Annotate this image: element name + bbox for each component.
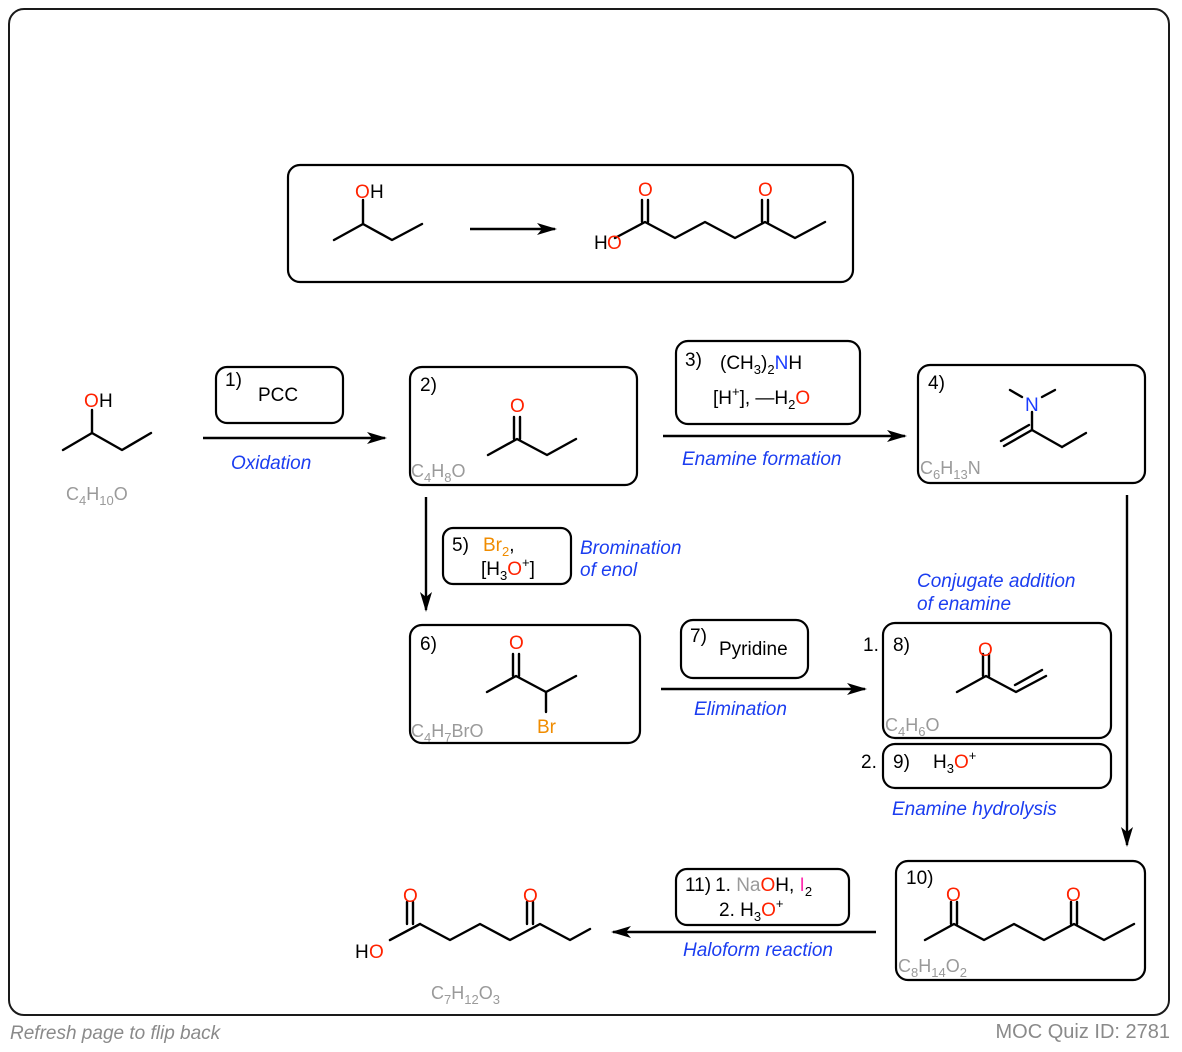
overview-product-hydroxyl-oxygen: O <box>607 233 622 254</box>
step-2-number: 2) <box>420 375 437 396</box>
step-3-reagent-box: 3) (CH3)2NH [H+], —H2O <box>674 339 862 426</box>
step-8-number: 8) <box>893 635 910 656</box>
step-2-box: 2) O C4H8O <box>408 365 639 487</box>
step-1-number: 1) <box>225 370 242 391</box>
step-4-box: 4) N C6H13N <box>916 363 1147 485</box>
step-9-prefix: 2. <box>861 752 877 773</box>
step-8-note-line-2: of enamine <box>917 594 1011 615</box>
final-acid-oxygen: O <box>403 886 418 907</box>
step-11-line-1: 11)1. NaOH, I2 <box>685 875 812 899</box>
step-10-box: 10) O O C8H14O2 <box>894 859 1147 982</box>
step-4-number: 4) <box>928 373 945 394</box>
step-6-box: 6) O Br C4H7BrO <box>408 623 642 745</box>
step-5-note-line-2: of enol <box>580 560 638 581</box>
overview-box: O H H O O O <box>286 163 855 284</box>
step-3-line-1: (CH3)2NH <box>720 353 802 377</box>
step-5-note-line-1: Bromination <box>580 538 681 559</box>
step-3-line-2: [H+], —H2O <box>713 384 810 412</box>
step-10-oxygen-1: O <box>946 885 961 906</box>
start-oxygen: O <box>84 391 99 412</box>
step-2-formula: C4H8O <box>411 461 465 485</box>
step-9-reagent: H3O+ <box>933 748 976 776</box>
step-5-number: 5) <box>452 535 469 556</box>
step-10-formula: C8H14O2 <box>898 956 967 980</box>
start-hydrogen: H <box>99 391 113 412</box>
step-5-reagent-box: 5) Br2, [H3O+] <box>441 526 573 586</box>
step-1-reagent: PCC <box>258 385 298 406</box>
step-1-note: Oxidation <box>231 453 311 474</box>
quiz-id: MOC Quiz ID: 2781 <box>995 1021 1170 1043</box>
overview-product-ketone-oxygen: O <box>758 180 773 201</box>
step-3-note: Enamine formation <box>682 449 841 470</box>
overview-product-hydrogen: H <box>594 233 608 254</box>
refresh-hint: Refresh page to flip back <box>10 1023 221 1044</box>
final-ketone-oxygen: O <box>523 886 538 907</box>
step-3-number: 3) <box>685 350 702 371</box>
final-hydrogen: H <box>355 942 369 963</box>
step-8-prefix: 1. <box>863 635 879 656</box>
overview-product-acid-oxygen: O <box>638 180 653 201</box>
step-7-reagent-box: 7) Pyridine <box>679 618 810 680</box>
step-7-number: 7) <box>690 626 707 647</box>
step-6-bromine: Br <box>537 717 557 738</box>
step-4-formula: C6H13N <box>920 458 981 482</box>
step-8-oxygen: O <box>978 640 993 661</box>
quiz-card <box>8 8 1170 1016</box>
step-11-note: Haloform reaction <box>683 940 833 961</box>
final-product: H O O O C7H12O3 <box>355 886 592 1007</box>
starting-material: O H C4H10O <box>61 391 153 508</box>
step-4-nitrogen: N <box>1025 395 1039 416</box>
overview-start-oxygen: O <box>355 182 370 203</box>
step-11-line-2: 2. H3O+ <box>719 896 783 924</box>
step-8-formula: C4H6O <box>885 715 939 739</box>
start-formula: C4H10O <box>66 484 128 508</box>
step-9-number: 9) <box>893 752 910 773</box>
step-11-reagent-box: 11)1. NaOH, I2 2. H3O+ <box>674 867 851 927</box>
step-6-number: 6) <box>420 634 437 655</box>
step-7-note: Elimination <box>694 699 787 720</box>
step-6-formula: C4H7BrO <box>411 721 483 745</box>
step-6-oxygen: O <box>509 633 524 654</box>
step-5-line-1: Br2, <box>483 535 515 559</box>
step-1-reagent-box: 1) PCC <box>214 365 345 425</box>
final-formula: C7H12O3 <box>431 983 500 1007</box>
step-10-number: 10) <box>906 868 933 889</box>
step-9-box: 9) H3O+ <box>881 742 1113 790</box>
step-5-line-2: [H3O+] <box>481 555 535 583</box>
final-hydroxyl-oxygen: O <box>369 942 384 963</box>
step-2-oxygen: O <box>510 396 525 417</box>
step-10-oxygen-2: O <box>1066 885 1081 906</box>
overview-start-hydrogen: H <box>370 182 384 203</box>
step-9-note: Enamine hydrolysis <box>892 799 1057 820</box>
step-8-box: 8) O C4H6O <box>881 621 1113 740</box>
step-7-reagent: Pyridine <box>719 639 788 660</box>
step-8-note-line-1: Conjugate addition <box>917 571 1075 592</box>
